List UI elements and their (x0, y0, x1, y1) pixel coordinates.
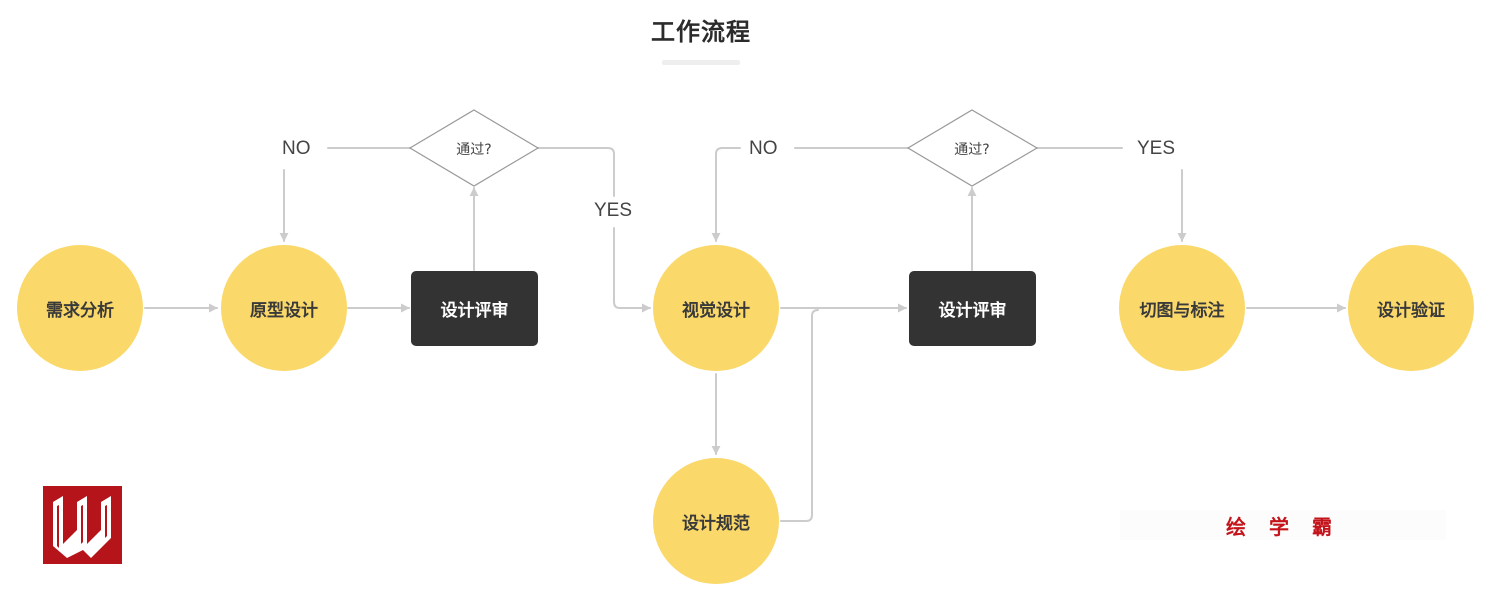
edge-label-yes-2: YES (1135, 138, 1178, 160)
node-prototype-design: 原型设计 (221, 245, 347, 371)
node-visual-design: 视觉设计 (653, 245, 779, 371)
node-design-review-1: 设计评审 (411, 271, 538, 346)
edge-label-yes-1: YES (592, 200, 635, 222)
edge-label-no-1: NO (280, 138, 313, 160)
decision-label-2: 通过? (954, 142, 990, 158)
node-requirement-analysis: 需求分析 (17, 245, 143, 371)
decision-label-1: 通过? (456, 142, 492, 158)
decision-diamond-2 (906, 109, 1039, 187)
node-design-verification: 设计验证 (1348, 245, 1474, 371)
node-slicing-annotation: 切图与标注 (1119, 245, 1245, 371)
edge-label-no-2: NO (747, 138, 780, 160)
hui-logo-icon (43, 486, 122, 564)
title-underline (662, 60, 740, 65)
edge-spec-to-review2 (780, 309, 819, 522)
node-design-review-2: 设计评审 (909, 271, 1036, 346)
edge-decision1-yes (537, 147, 615, 197)
brand-watermark: 绘 学 霸 (1120, 510, 1446, 540)
node-design-spec: 设计规范 (653, 458, 779, 584)
decision-diamond-1 (408, 109, 540, 187)
edge-yes1-to-visual (613, 227, 651, 313)
edge-no2-to-visual (711, 147, 741, 242)
page-title: 工作流程 (651, 18, 751, 46)
